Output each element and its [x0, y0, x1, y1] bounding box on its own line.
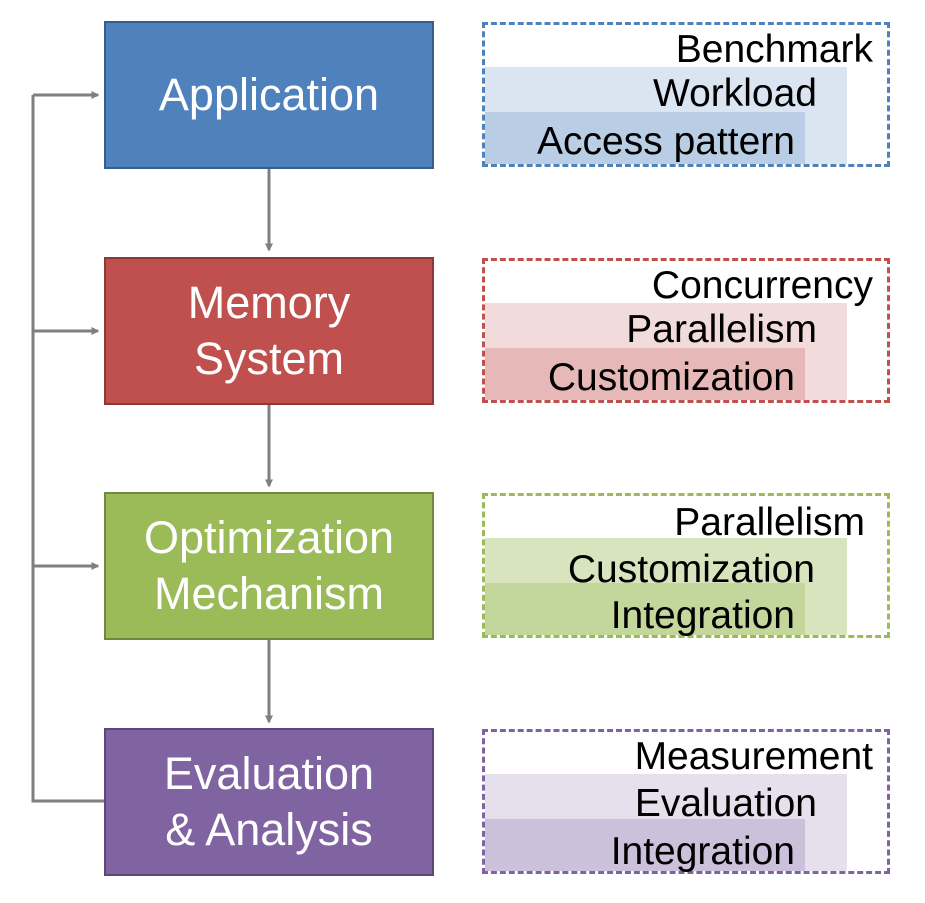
- evaluation-term-1: Measurement: [634, 735, 873, 778]
- application-term-3: Access pattern: [537, 120, 795, 163]
- application-label: Application: [158, 69, 380, 120]
- evaluation-term-2: Evaluation: [634, 782, 817, 825]
- optimization-term-3: Integration: [610, 594, 795, 637]
- optimization-mechanism-aspects-panel: Parallelism Customization Integration: [482, 493, 890, 638]
- feedback-loop-line: [31, 95, 104, 803]
- application-term-1: Benchmark: [675, 28, 873, 71]
- memory-system-term-2: Parallelism: [626, 308, 817, 351]
- evaluation-analysis-aspects-panel: Measurement Evaluation Integration: [482, 729, 890, 874]
- memory-system-band-inner: [485, 348, 805, 400]
- evaluation-analysis-label: Evaluation & Analysis: [163, 748, 375, 855]
- optimization-band-inner: [485, 583, 805, 635]
- memory-system-label: Memory System: [187, 277, 351, 384]
- application-term-2: Workload: [652, 72, 817, 115]
- memory-system-aspects-panel: Concurrency Parallelism Customization: [482, 258, 890, 403]
- optimization-term-2: Customization: [567, 548, 815, 591]
- memory-system-box: Memory System: [104, 257, 434, 405]
- optimization-term-1: Parallelism: [674, 501, 865, 544]
- evaluation-term-3: Integration: [610, 830, 795, 873]
- evaluation-band-inner: [485, 819, 805, 871]
- application-aspects-panel: Benchmark Workload Access pattern: [482, 22, 890, 167]
- memory-system-term-3: Customization: [547, 356, 795, 399]
- memory-system-term-1: Concurrency: [651, 264, 873, 307]
- evaluation-analysis-box: Evaluation & Analysis: [104, 728, 434, 876]
- optimization-mechanism-label: Optimization Mechanism: [143, 512, 395, 619]
- application-box: Application: [104, 21, 434, 169]
- application-band-inner: [485, 112, 805, 164]
- optimization-mechanism-box: Optimization Mechanism: [104, 492, 434, 640]
